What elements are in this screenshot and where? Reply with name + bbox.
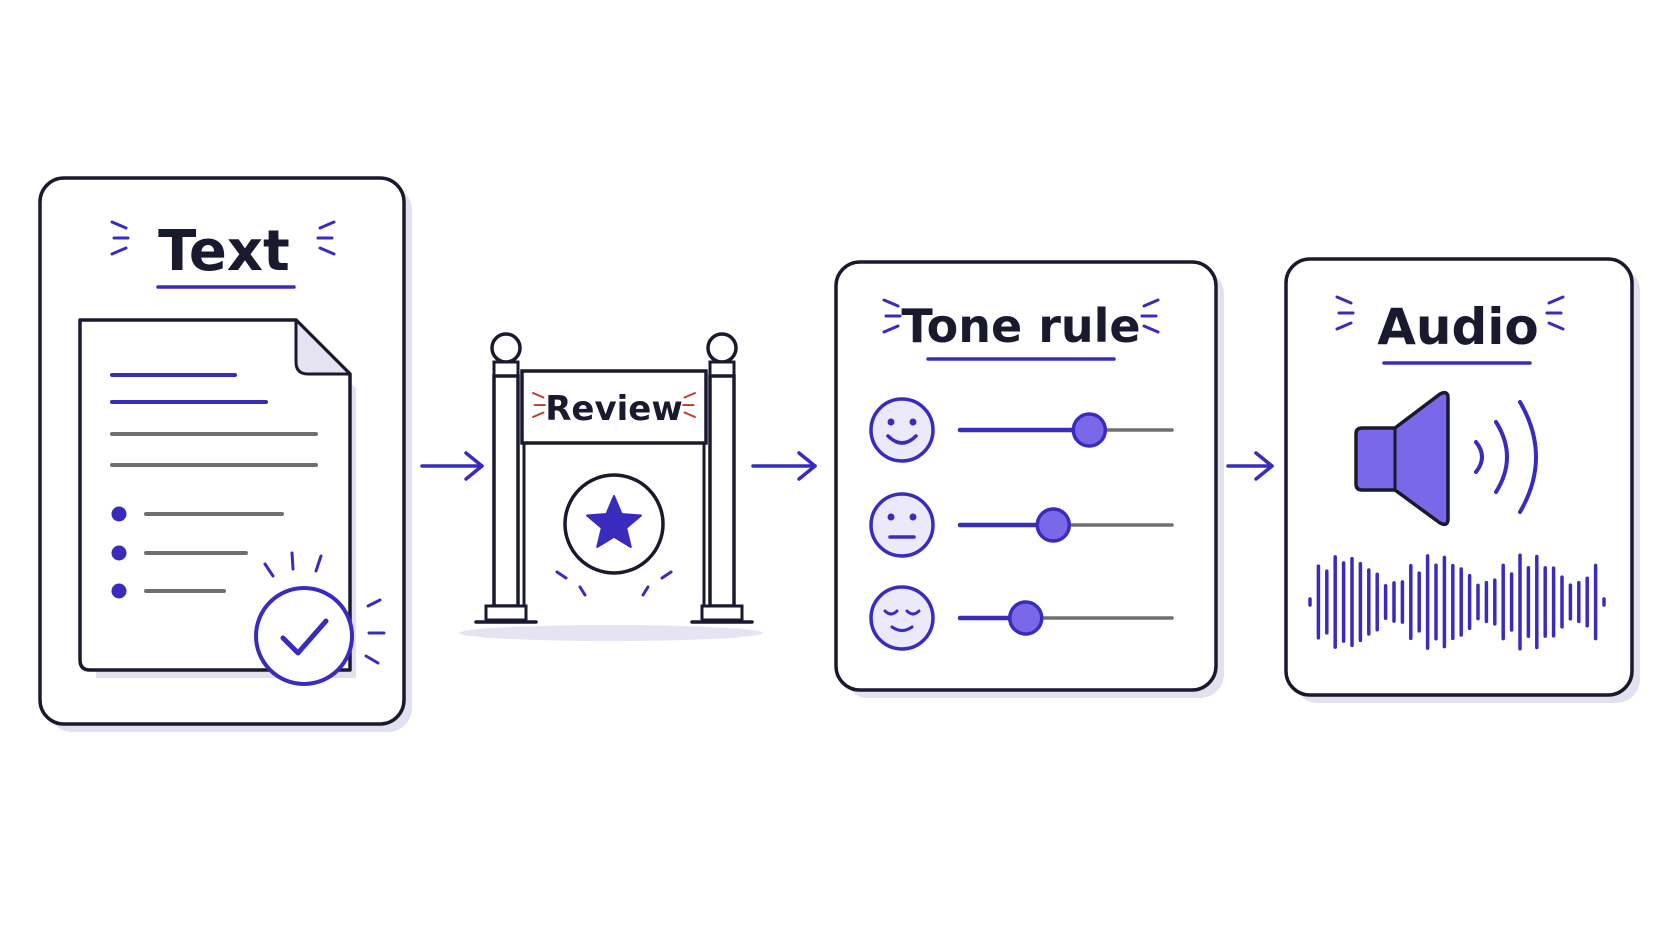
calm-face-icon bbox=[869, 585, 935, 651]
text-card: Text bbox=[38, 176, 412, 732]
neutral-face-icon bbox=[869, 492, 935, 558]
star-badge-icon bbox=[555, 473, 673, 597]
tone-rule-card: Tone rule bbox=[834, 260, 1224, 698]
smile-face-icon bbox=[869, 397, 935, 463]
waveform-icon bbox=[1308, 553, 1606, 651]
slider-knob[interactable] bbox=[1071, 412, 1108, 448]
slider-knob[interactable] bbox=[1035, 507, 1072, 543]
slider-smile[interactable] bbox=[957, 412, 1174, 448]
text-card-label: Text bbox=[158, 219, 290, 284]
sound-waves-icon bbox=[1474, 400, 1538, 514]
arrow-right-icon bbox=[1226, 451, 1274, 481]
audio-card: Audio bbox=[1284, 257, 1640, 703]
slider-neutral[interactable] bbox=[957, 507, 1174, 543]
tone-rule-label: Tone rule bbox=[901, 299, 1140, 353]
review-sign bbox=[520, 369, 708, 445]
arrow-right-icon bbox=[751, 451, 817, 481]
gate-icon: Review bbox=[459, 332, 763, 641]
slider-knob[interactable] bbox=[1007, 600, 1044, 636]
arrow-right-icon bbox=[420, 451, 484, 481]
speaker-icon bbox=[1354, 390, 1450, 527]
check-circle-icon bbox=[254, 551, 386, 686]
review-label: Review bbox=[545, 389, 683, 429]
audio-label: Audio bbox=[1377, 298, 1539, 356]
tone-sliders[interactable] bbox=[957, 412, 1174, 636]
document-icon bbox=[78, 318, 356, 678]
slider-calm[interactable] bbox=[957, 600, 1174, 636]
